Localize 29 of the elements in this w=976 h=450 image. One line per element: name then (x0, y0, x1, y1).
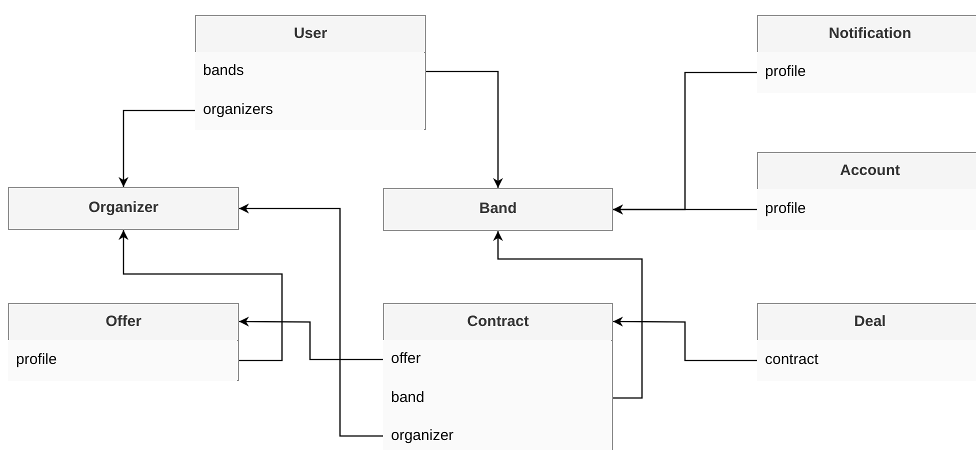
class-header: Offer (9, 304, 238, 341)
attribute-row: profile (757, 52, 976, 93)
arrow (118, 110, 195, 187)
class-header: Notification (758, 16, 976, 53)
attribute-row: contract (757, 340, 976, 381)
class-header: User (196, 16, 425, 53)
arrow (613, 204, 757, 214)
arrow (118, 230, 283, 362)
class-box (757, 15, 976, 93)
arrow (426, 70, 503, 188)
class-box: Organizer (8, 187, 239, 230)
class-box (8, 303, 239, 381)
class-box (383, 303, 613, 450)
attribute-row: profile (757, 189, 976, 230)
arrow (613, 316, 757, 362)
class-box: Band (383, 188, 613, 231)
arrow (239, 316, 383, 360)
class-header: Account (758, 153, 976, 190)
attribute-row: bands (195, 52, 424, 91)
arrow (239, 204, 383, 437)
arrow (493, 231, 643, 399)
attribute-row: offer (383, 340, 611, 379)
class-header: Deal (758, 304, 976, 341)
attribute-row: organizers (195, 91, 424, 130)
class-header: Contract (384, 304, 612, 341)
attribute-row: profile (8, 340, 237, 381)
class-box (195, 15, 426, 130)
class-box (757, 303, 976, 381)
class-box (757, 152, 976, 230)
